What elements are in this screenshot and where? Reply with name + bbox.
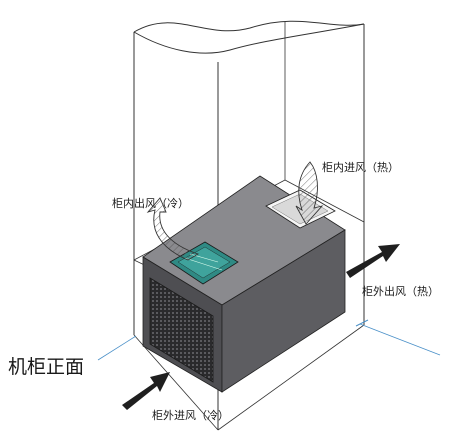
cabinet-line-bottom-right: [217, 324, 365, 431]
label-outside-outlet-hot: 柜外出风（热）: [362, 285, 439, 298]
guide-line-left: [97, 335, 137, 361]
top-outlet-panel-inner: [177, 246, 231, 279]
arrow-outside-inlet: [122, 372, 170, 410]
airflow-hot-inlet: [295, 161, 324, 225]
guide-tick-right: [355, 319, 369, 327]
unit-side-face: [221, 229, 346, 393]
cabinet-line-lower-right: [284, 179, 365, 223]
cabinet-line-bottom-left: [133, 334, 219, 431]
cabinet-top-wave-back: [133, 23, 365, 54]
label-outside-inlet-cold: 柜外进风（冷）: [152, 409, 229, 422]
label-inside-inlet-hot: 柜内进风（热）: [322, 161, 399, 174]
arrow-outside-outlet: [346, 244, 400, 278]
unit-front-grille: [149, 277, 214, 383]
label-inside-outlet-cold: 柜内出风（冷）: [112, 197, 189, 210]
cabinet-top-wave: [133, 20, 365, 33]
airflow-cold-outlet: [146, 197, 200, 261]
label-cabinet-front: 机柜正面: [8, 356, 85, 378]
guide-line-right: [359, 323, 441, 356]
